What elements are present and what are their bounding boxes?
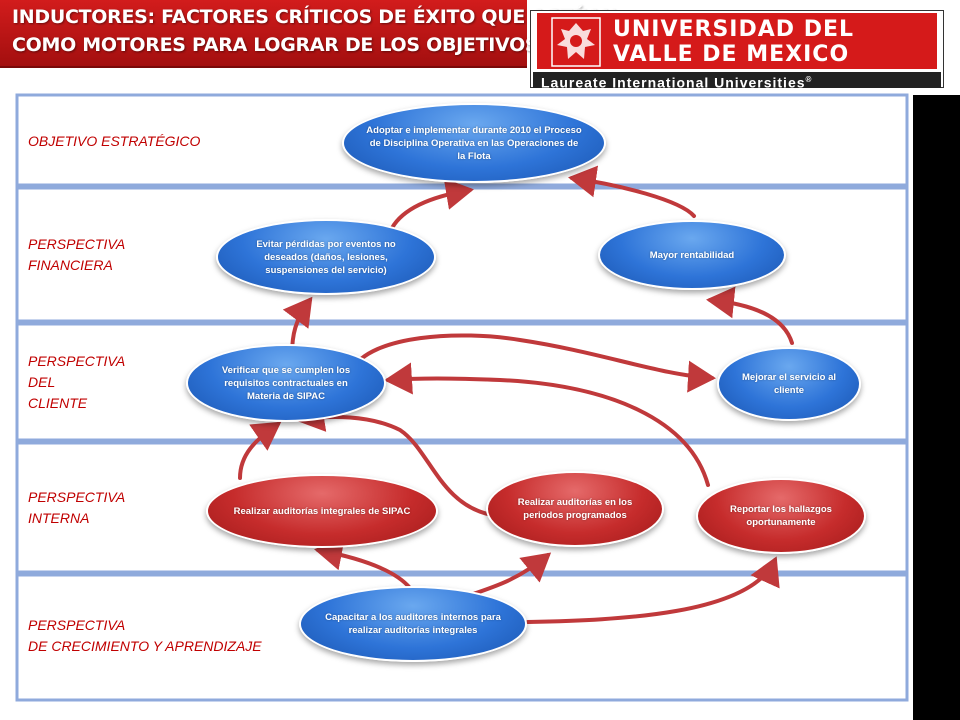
node-mayor-rentabilidad[interactable]: Mayor rentabilidad — [598, 220, 786, 290]
band-border-interna — [15, 441, 909, 574]
arrow-reportar-to-verificar — [384, 362, 710, 487]
logo-text-line1: UNIVERSIDAD DEL — [613, 17, 855, 42]
header-title-line2: COMO MOTORES PARA LOGRAR DE LOS OBJETIVO… — [12, 34, 539, 56]
registered-mark: ® — [805, 75, 813, 84]
node-capacitar-auditores[interactable]: Capacitar a los auditores internos para … — [299, 586, 527, 662]
band-border-crecimiento — [15, 573, 909, 702]
node-verificar-requisitos[interactable]: Verificar que se cumplen los requisitos … — [186, 344, 386, 422]
crest-icon — [551, 17, 601, 67]
university-logo: UNIVERSIDAD DEL VALLE DE MEXICO Laureate… — [530, 10, 944, 91]
right-black-bar — [913, 95, 960, 720]
node-realizar-auditorias-integrales[interactable]: Realizar auditorías integrales de SIPAC — [206, 474, 438, 548]
node-realizar-auditorias-periodos[interactable]: Realizar auditorías en los periodos prog… — [486, 471, 664, 547]
arrow-evitar-to-objetivo — [390, 178, 474, 230]
header-title-banner: INDUCTORES: FACTORES CRÍTICOS DE ÉXITO Q… — [0, 0, 617, 68]
arrow-rentabilidad-to-objetivo — [568, 165, 696, 218]
band-label-interna: PERSPECTIVA INTERNA — [28, 489, 126, 526]
arrow-capacitar-to-reportar — [526, 556, 780, 624]
band-border-cliente — [15, 322, 909, 442]
arrow-verificar-to-mejorar — [350, 333, 716, 393]
logo-text-line2: VALLE DE MEXICO — [613, 42, 850, 67]
logo-tagline-text: Laureate International Universities — [541, 74, 806, 91]
band-label-cliente: PERSPECTIVA DEL CLIENTE — [28, 353, 126, 411]
node-mejorar-servicio[interactable]: Mejorar el servicio al cliente — [717, 347, 861, 421]
arrow-capacitar-to-integrales — [314, 538, 412, 590]
node-evitar-perdidas[interactable]: Evitar pérdidas por eventos no deseados … — [216, 219, 436, 295]
header-title-line1: INDUCTORES: FACTORES CRÍTICOS DE ÉXITO Q… — [12, 6, 617, 28]
band-borders — [15, 93, 909, 702]
node-reportar-hallazgos[interactable]: Reportar los hallazgos oportunamente — [696, 478, 866, 554]
node-objetivo-estrategico[interactable]: Adoptar e implementar durante 2010 el Pr… — [342, 103, 606, 183]
band-label-objetivo: OBJETIVO ESTRATÉGICO — [28, 133, 201, 149]
band-label-crecimiento: PERSPECTIVA DE CRECIMIENTO Y APRENDIZAJE — [28, 617, 262, 654]
arrow-mejorar-to-rentabilidad — [706, 286, 794, 345]
band-label-financiera: PERSPECTIVA FINANCIERA — [28, 236, 126, 273]
arrow-integrales-to-verificar — [238, 421, 282, 480]
logo-tagline: Laureate International Universities® — [533, 72, 941, 91]
logo-red-panel: UNIVERSIDAD DEL VALLE DE MEXICO — [537, 13, 937, 69]
causal-arrows — [238, 165, 794, 624]
